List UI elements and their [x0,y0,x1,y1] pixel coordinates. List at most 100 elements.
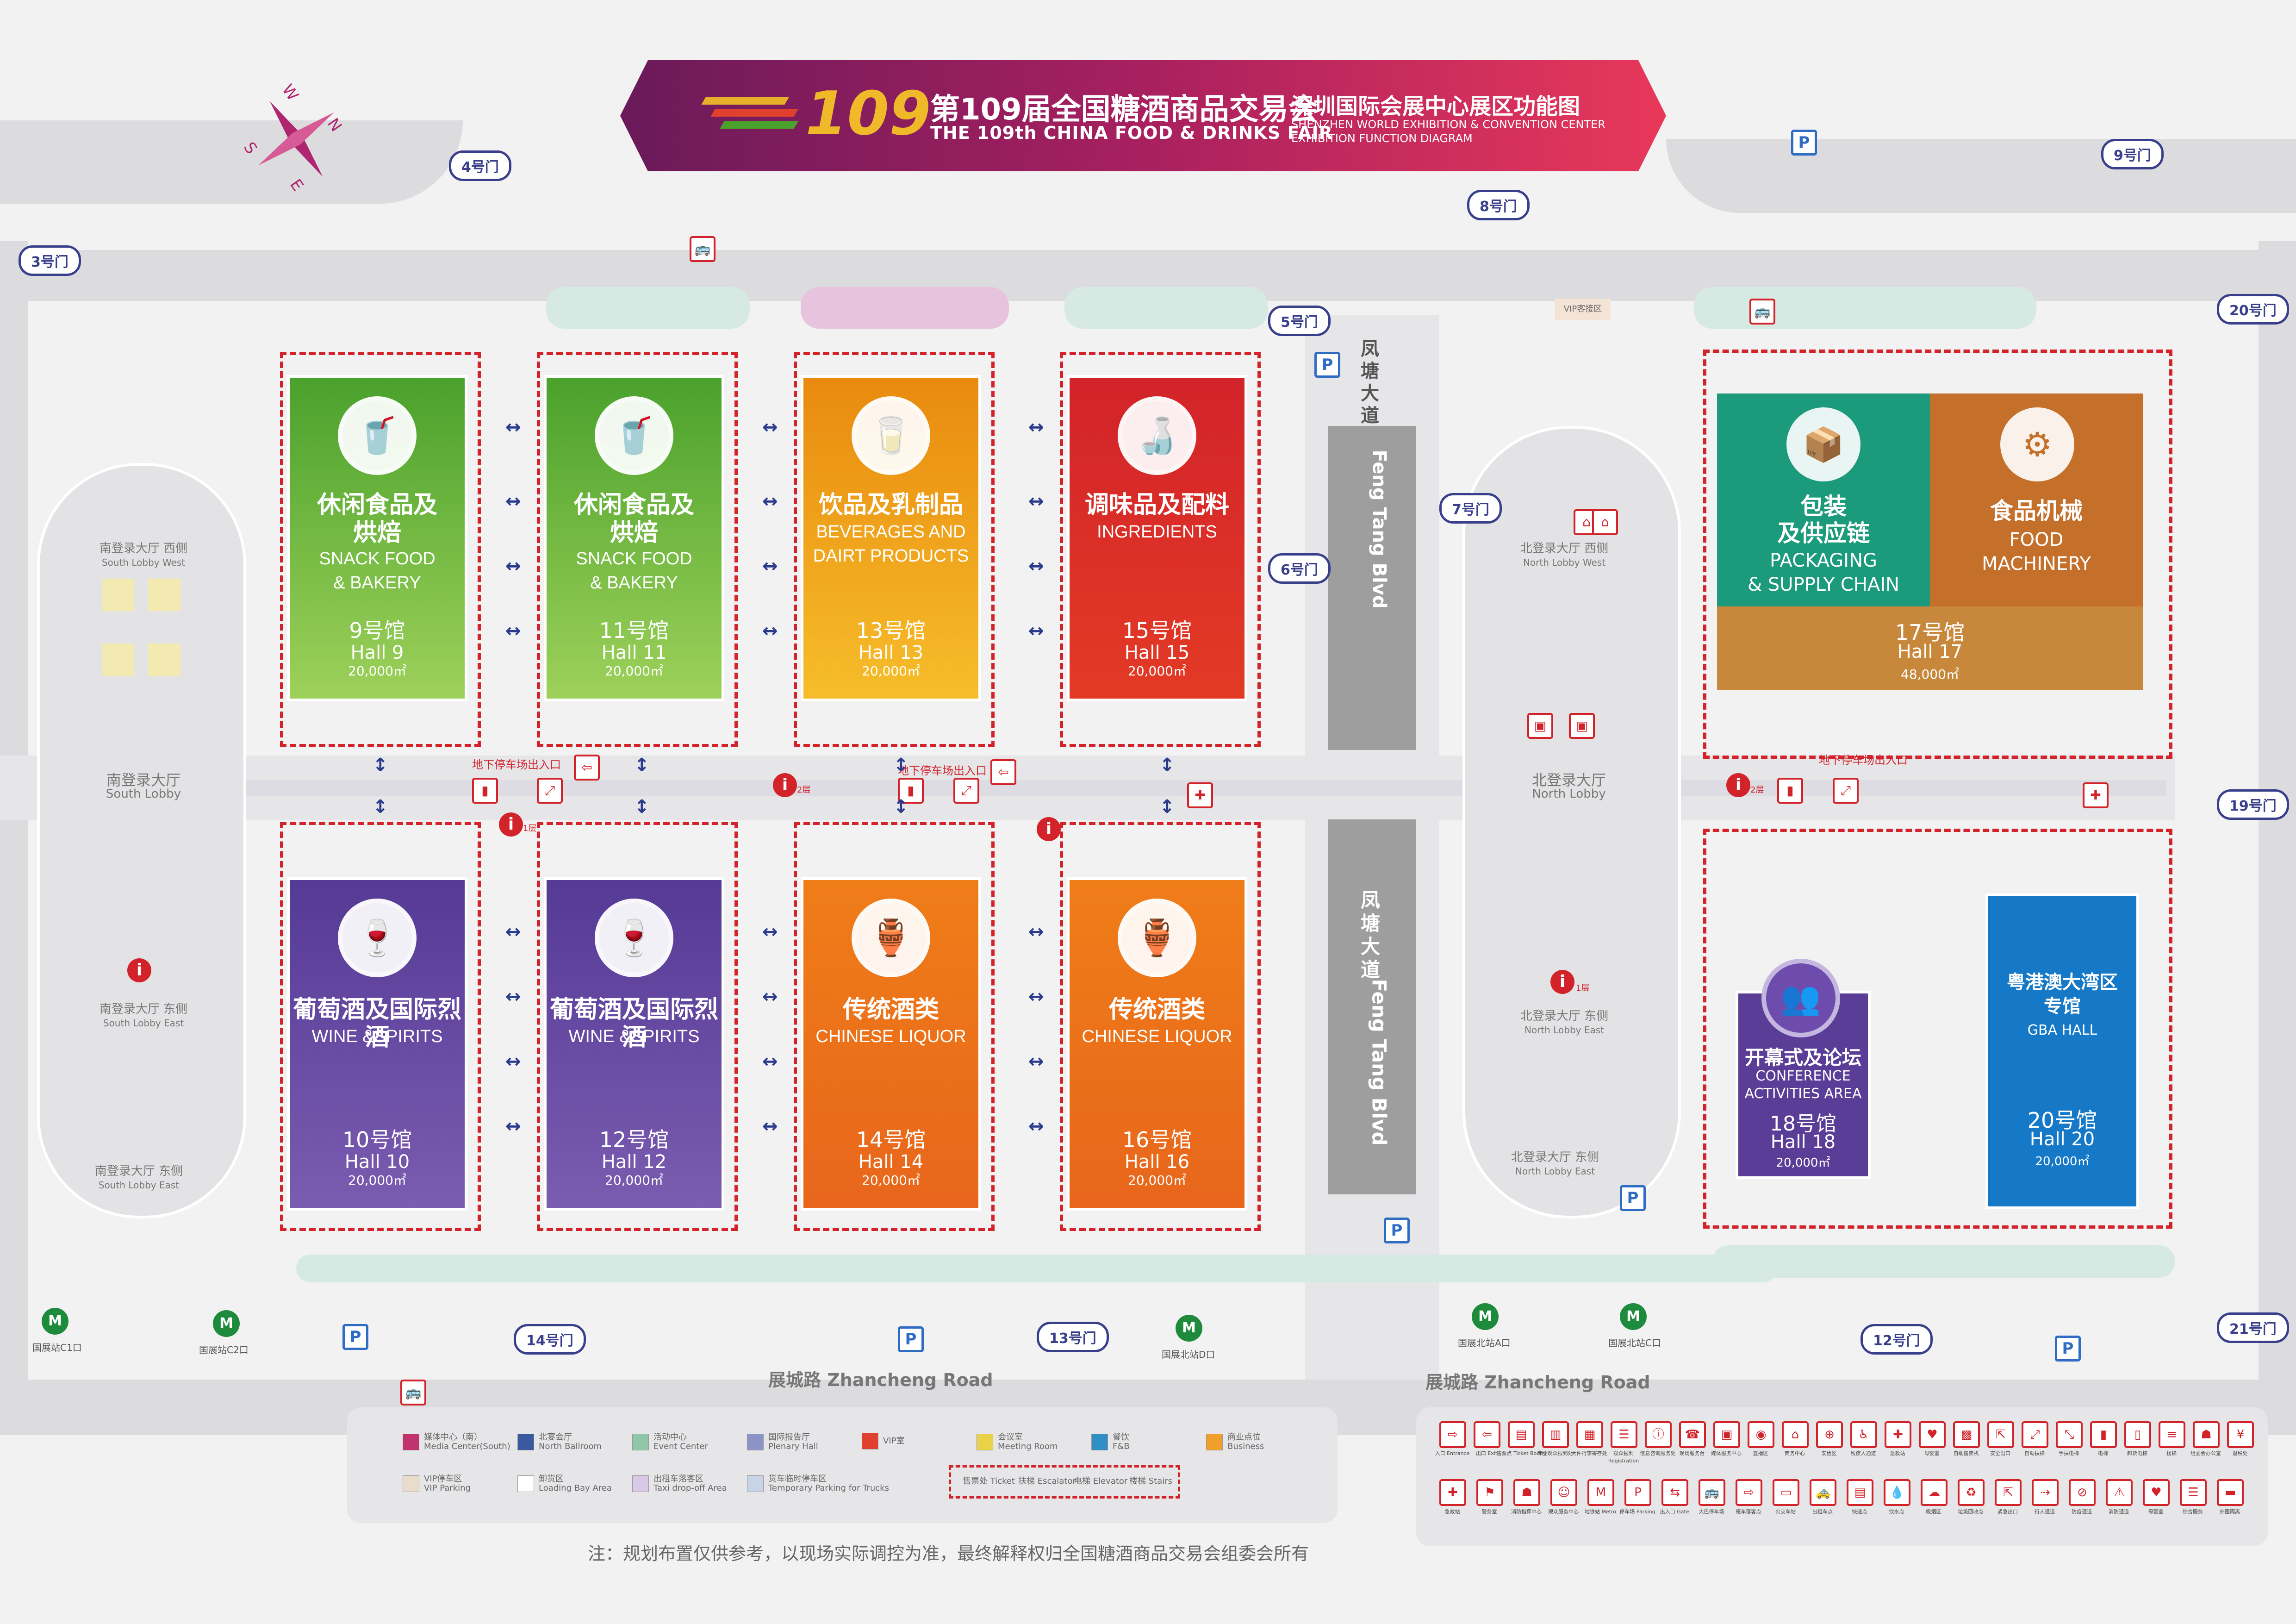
first-aid-icon[interactable]: ✚ [2083,782,2109,808]
hall-20-en: GBA HALL [2027,1022,2097,1038]
gate-20[interactable]: 20号门 [2217,294,2289,325]
gate-4[interactable]: 4号门 [449,150,511,181]
metro-icon: M [213,1310,240,1337]
exit-icon[interactable]: ⇦ [990,759,1016,785]
hall-area: 20,000㎡ [862,663,920,679]
elevator-icon[interactable]: ▮ [898,778,924,804]
hall-17-bottom-section [1717,606,2143,690]
passage-arrow-icon: ↔ [505,986,521,1007]
gate-3[interactable]: 3号门 [19,245,81,276]
escalator-icon[interactable]: ⤢ [1833,778,1859,804]
hall-18[interactable]: 👥 开幕式及论坛 CONFERENCE ACTIVITIES AREA 18号馆… [1736,959,1871,1179]
south-lobby-east2-cn: 南登录大厅 东侧 [94,1164,183,1178]
hall-20[interactable]: 粤港澳大湾区 专馆 GBA HALL 20号馆 Hall 20 20,000㎡ [1985,893,2139,1209]
gate-19[interactable]: 19号门 [2217,789,2289,820]
service-label: 母婴室 [1924,1450,1940,1456]
gate-9[interactable]: 9号门 [2101,139,2164,169]
fengtang-avenue-top [1328,426,1416,750]
stand-block [148,643,180,676]
bus-icon[interactable]: 🚌 [1749,299,1775,325]
service-icon: ✚ [1439,1479,1466,1506]
north-lobby-label: 北登录大厅 North Lobby [1504,773,1634,801]
condiment-icon: 🍶 [1118,396,1196,475]
gate-7[interactable]: 7号门 [1439,493,1502,524]
service-label: 吸烟区 [1926,1509,1941,1515]
logo-number: 109 [805,78,931,149]
gate-13[interactable]: 13号门 [1037,1322,1109,1352]
gate-12[interactable]: 12号门 [1860,1324,1933,1355]
info-icon[interactable]: i [1726,773,1750,797]
elevator-icon[interactable]: ▮ [472,778,498,804]
gate-21[interactable]: 21号门 [2217,1312,2289,1343]
floor-label: 2层 [1750,785,1764,795]
ticket-icon[interactable]: ⌂ [1592,509,1618,535]
metro-icon: M [42,1308,68,1335]
zhancheng-road-right: 展城路 Zhancheng Road [1425,1372,1650,1393]
first-aid-icon[interactable]: ✚ [1187,782,1213,808]
exit-icon[interactable]: ⇦ [574,755,600,781]
hall-17[interactable]: 📦 ⚙ 包装 及供应链 PACKAGING & SUPPLY CHAIN 食品机… [1717,394,2143,690]
hall-17-num: 17号馆 [1895,620,1965,645]
media-center-icon[interactable]: ▣ [1527,713,1553,739]
liquor-icon: 🏺 [1118,899,1196,977]
escalator-icon[interactable]: ⤢ [953,778,979,804]
media-center-icon[interactable]: ▣ [1569,713,1595,739]
legend-sub-item: 扶梯 Escalator [1018,1476,1076,1486]
service-icon: ⇨ [1439,1421,1466,1448]
hall-area: 20,000㎡ [348,1173,406,1188]
hall-number-en: Hall 12 [601,1151,667,1173]
elevator-icon[interactable]: ▮ [1777,778,1803,804]
service-icon: ♥ [1919,1421,1946,1448]
legend-swatch [403,1475,419,1492]
service-label: 消防指挥中心 [1511,1509,1542,1515]
info-icon[interactable]: i [499,812,523,837]
service-icon: ☁ [1921,1479,1948,1506]
bus-icon[interactable]: 🚌 [690,236,716,262]
service-icon: ◉ [1748,1421,1774,1448]
service-icon: ⚑ [1476,1479,1503,1506]
passage-arrow-icon: ↔ [505,556,521,577]
parking-icon: P [1384,1218,1410,1243]
legend-label: 出租车落客区 [653,1474,703,1484]
passage-arrow-icon: ↕ [1159,755,1175,776]
info-icon[interactable]: i [1550,970,1574,994]
north-lobby-east2-en: North Lobby East [1515,1166,1595,1177]
gate-8[interactable]: 8号门 [1467,190,1530,220]
hall-18-cn: 开幕式及论坛 [1744,1046,1861,1069]
legend-label: 货车临时停车区 [768,1474,827,1484]
wine-icon: 🍷 [338,899,417,977]
legend-sublabel: Taxi drop-off Area [653,1483,727,1493]
hall-category-en: SNACK FOOD & BAKERY [319,549,436,593]
service-icon: ¥ [2227,1421,2254,1448]
hall-number-cn: 13号馆 [856,618,926,643]
legend-item: VIP室 [862,1433,904,1449]
south-lobby-cn: 南登录大厅 [106,771,180,789]
info-icon[interactable]: i [127,958,151,982]
gate-6[interactable]: 6号门 [1268,553,1331,584]
gate-14[interactable]: 14号门 [514,1324,586,1355]
service-label: 大件行李寄存处 [1571,1450,1607,1456]
escalator-icon[interactable]: ⤢ [537,778,563,804]
service-label: 行人通道 [2035,1509,2055,1515]
service-label: 母婴室 [2148,1509,2164,1515]
passage-arrow-icon: ↔ [1028,417,1044,438]
gate-5[interactable]: 5号门 [1268,306,1331,336]
corridor-band [93,780,2166,796]
info-icon[interactable]: i [773,773,797,797]
bus-icon[interactable]: 🚌 [400,1380,426,1405]
info-icon[interactable]: i [1037,817,1061,841]
gear-icon: ⚙ [2000,407,2074,481]
header-banner: 109 第109届全国糖酒商品交易会 THE 109th CHINA FOOD … [620,60,1666,171]
legend-swatch [1206,1434,1223,1450]
service-label: 卸货电梯 [2127,1450,2147,1456]
south-lobby-east2-en: South Lobby East [98,1180,180,1191]
